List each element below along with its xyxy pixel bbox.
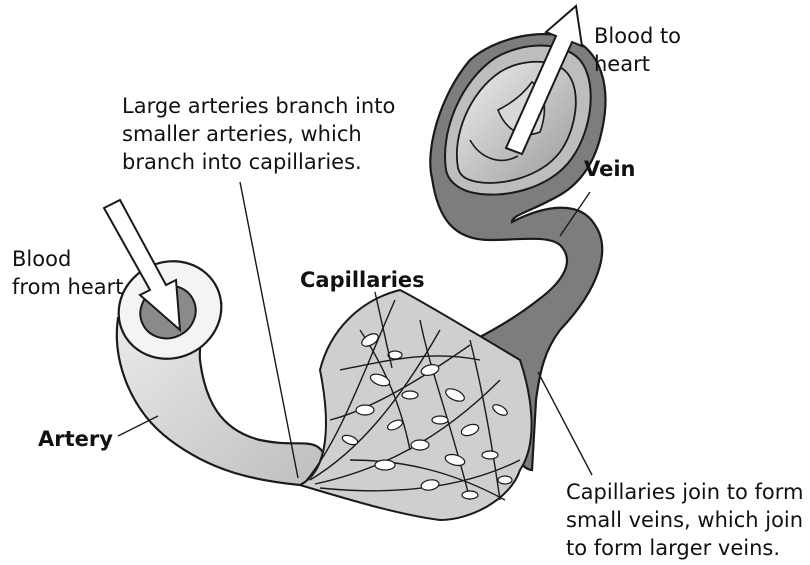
label-arteries-note-line1: Large arteries branch into — [122, 92, 395, 120]
label-veins-note-line3: to form larger veins. — [566, 534, 803, 562]
label-blood-to-heart-line2: heart — [594, 50, 681, 78]
artery — [103, 245, 330, 486]
capillary-bed — [300, 290, 532, 520]
label-arteries-note-line2: smaller arteries, which — [122, 120, 395, 148]
label-capillaries: Capillaries — [300, 266, 425, 294]
label-artery: Artery — [38, 425, 113, 453]
label-vein: Vein — [584, 155, 636, 183]
label-blood-to-heart: Blood to heart — [594, 22, 681, 78]
label-arteries-note: Large arteries branch into smaller arter… — [122, 92, 395, 176]
label-veins-note: Capillaries join to form small veins, wh… — [566, 478, 803, 562]
label-arteries-note-line3: branch into capillaries. — [122, 148, 395, 176]
leader-arteries-note — [240, 182, 298, 478]
label-blood-from-heart-line2: from heart — [12, 273, 124, 301]
label-blood-to-heart-line1: Blood to — [594, 22, 681, 50]
label-veins-note-line1: Capillaries join to form — [566, 478, 803, 506]
leader-veins-note — [538, 372, 592, 475]
leader-artery — [118, 416, 158, 436]
label-veins-note-line2: small veins, which join — [566, 506, 803, 534]
label-blood-from-heart: Blood from heart — [12, 245, 124, 301]
label-blood-from-heart-line1: Blood — [12, 245, 124, 273]
